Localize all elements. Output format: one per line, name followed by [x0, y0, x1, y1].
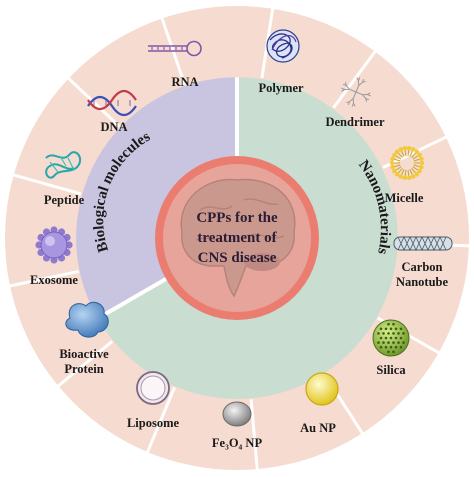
carbon-nanotube-label-line-2: Nanotube — [396, 275, 449, 289]
iron-oxide-nanoparticle-icon — [222, 401, 252, 427]
segment-polymer: Polymer — [258, 29, 304, 95]
segment-silica: Silica — [372, 319, 410, 377]
brain-icon — [180, 178, 296, 298]
segment-rna: RNA — [148, 40, 202, 89]
au-np-label: Au NP — [300, 421, 336, 435]
center-line-2: treatment of — [197, 230, 277, 246]
liposome-icon — [136, 371, 170, 405]
segment-liposome: Liposome — [127, 371, 180, 430]
dendrimer-label: Dendrimer — [325, 115, 384, 129]
segment-separator — [145, 386, 176, 454]
fe3o4-np-label: Fe₃O₄ NP — [212, 436, 263, 450]
exosome-icon — [35, 226, 73, 264]
micelle-icon — [389, 145, 425, 181]
segment-separator — [56, 340, 114, 388]
segment-separator — [8, 270, 79, 288]
liposome-label: Liposome — [127, 416, 180, 430]
peptide-icon — [45, 151, 82, 179]
carbon-nanotube-label-line-1: Carbon — [402, 260, 443, 274]
dendrimer-icon — [341, 77, 371, 107]
center-line-3: CNS disease — [198, 250, 277, 266]
dna-helix-icon — [87, 89, 137, 117]
segment-separator — [249, 399, 259, 471]
segment-exosome: Exosome — [30, 226, 78, 287]
segment-separator — [12, 173, 82, 196]
segment-fe3o4-np: Fe₃O₄ NP — [212, 401, 263, 450]
silica-label: Silica — [376, 363, 406, 377]
exosome-label: Exosome — [30, 273, 78, 287]
segment-carbon-nanotube: Carbon Nanotube — [393, 236, 453, 289]
micelle-label: Micelle — [385, 191, 424, 205]
bioactive-protein-label-line-1: Bioactive — [59, 347, 109, 361]
segment-au-np: Au NP — [300, 372, 339, 435]
segment-bioactive-protein: Bioactive Protein — [59, 301, 109, 376]
rna-label: RNA — [171, 75, 198, 89]
rna-hairpin-icon — [148, 40, 202, 57]
center-disc: CPPs for the treatment of CNS disease — [155, 156, 319, 320]
segment-separator — [332, 49, 377, 109]
polymer-coil-icon — [266, 29, 300, 63]
center-line-1: CPPs for the — [196, 210, 278, 226]
silica-sphere-icon — [372, 319, 410, 357]
carbon-nanotube-icon — [393, 236, 453, 251]
protein-blob-icon — [65, 301, 109, 338]
bioactive-protein-label-line-2: Protein — [64, 362, 103, 376]
gold-nanoparticle-icon — [305, 372, 339, 406]
segment-dna: DNA — [87, 89, 137, 134]
dna-label: DNA — [100, 120, 127, 134]
segment-peptide: Peptide — [44, 151, 85, 207]
polymer-label: Polymer — [258, 81, 304, 95]
peptide-label: Peptide — [44, 193, 85, 207]
segment-dendrimer: Dendrimer — [325, 77, 385, 129]
segment-micelle: Micelle — [385, 145, 425, 205]
